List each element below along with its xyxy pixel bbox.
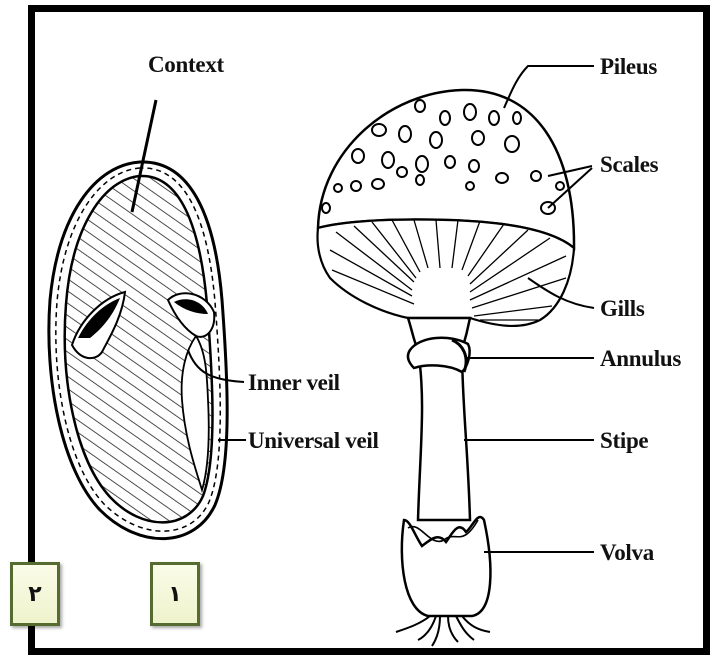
pileus-leader-line [504, 66, 594, 108]
volva-cup [402, 517, 491, 616]
label-context: Context [148, 52, 224, 77]
roots [396, 616, 490, 646]
label-inner-veil: Inner veil [248, 370, 340, 395]
label-universal-veil: Universal veil [248, 428, 379, 453]
label-gills: Gills [600, 296, 645, 321]
number-box-left: ٢ [10, 562, 60, 626]
number-box-right: ١ [150, 562, 200, 626]
mature-mushroom: Pileus Scales Gills Annulus Stipe Volva [318, 54, 682, 646]
label-volva: Volva [600, 540, 655, 565]
button-stage-section: Context Inner veil Universal veil [49, 52, 379, 539]
label-stipe: Stipe [600, 428, 648, 453]
label-annulus: Annulus [600, 346, 681, 371]
gills-underside [318, 219, 575, 325]
label-pileus: Pileus [600, 54, 657, 79]
label-scales: Scales [600, 152, 659, 177]
